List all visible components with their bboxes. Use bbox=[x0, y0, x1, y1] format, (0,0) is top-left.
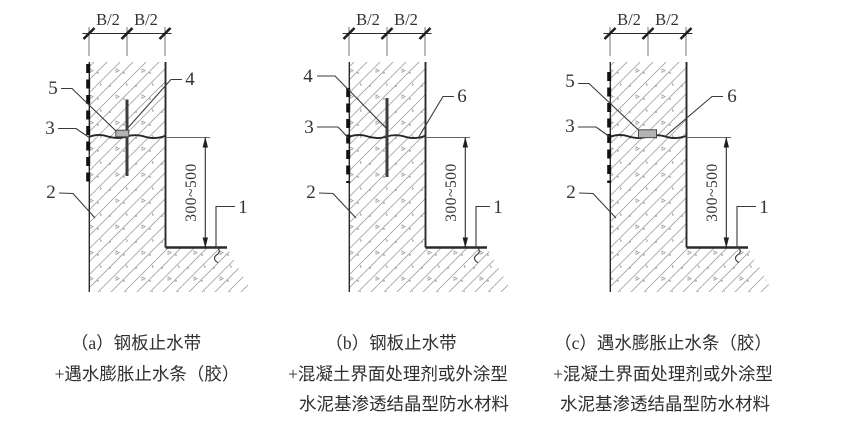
leader-2 bbox=[318, 192, 357, 219]
leader-3 bbox=[317, 126, 349, 139]
caption-b-line3: 水泥基渗透结晶型防水材料 bbox=[299, 394, 509, 414]
callout-1: 1 bbox=[759, 197, 769, 218]
dim-tick bbox=[679, 27, 693, 40]
callout-3: 3 bbox=[304, 117, 314, 138]
leader-2 bbox=[58, 192, 96, 219]
dim-arrow-up bbox=[202, 137, 208, 148]
dim-arrow-up bbox=[462, 137, 468, 148]
dim-arrow-down bbox=[202, 237, 208, 248]
dim-tick bbox=[603, 27, 617, 40]
leader-1-break-mark bbox=[734, 246, 741, 264]
dim-tick bbox=[641, 27, 655, 40]
figure-a: B/2 B/2 300~500 5 4 3 2 1 （a）钢板止水带 +遇水膨胀… bbox=[45, 10, 252, 384]
dim-tick bbox=[120, 27, 134, 40]
dim-arrow-down bbox=[462, 237, 468, 248]
leader-1 bbox=[736, 205, 756, 247]
dim-label-b2: B/2 bbox=[617, 10, 641, 29]
callout-1: 1 bbox=[238, 197, 248, 218]
leader-5 bbox=[61, 87, 117, 132]
dim-arrow-up bbox=[723, 137, 729, 148]
dim-arrow-down bbox=[723, 237, 729, 248]
dim-label-300-500: 300~500 bbox=[183, 163, 200, 221]
figure-b: B/2 B/2 300~500 4 6 3 2 1 （b）钢板止水带 +混凝土界… bbox=[288, 10, 512, 414]
dim-label-b2: B/2 bbox=[134, 10, 158, 29]
caption-b-line1: （b）钢板止水带 bbox=[325, 333, 456, 353]
figure-c: B/2 B/2 300~500 5 6 3 2 1 （c）遇水膨胀止水条（胶） … bbox=[553, 10, 773, 414]
leader-3 bbox=[578, 126, 611, 138]
dim-label-b2: B/2 bbox=[96, 10, 120, 29]
leader-5 bbox=[578, 82, 639, 131]
callout-5: 5 bbox=[48, 78, 58, 99]
concrete-section bbox=[89, 62, 252, 292]
callout-3: 3 bbox=[565, 116, 575, 137]
dim-tick bbox=[82, 27, 96, 40]
dim-tick bbox=[158, 27, 172, 40]
dim-label-b2: B/2 bbox=[356, 10, 380, 29]
leader-1 bbox=[475, 205, 490, 247]
leader-6 bbox=[418, 95, 454, 137]
callout-2: 2 bbox=[46, 182, 56, 203]
leader-1-break-mark bbox=[473, 246, 480, 264]
caption-a-line1: （a）钢板止水带 bbox=[71, 333, 201, 353]
dim-label-300-500: 300~500 bbox=[704, 163, 721, 221]
expansion-waterstop-strip bbox=[638, 129, 657, 139]
leader-3 bbox=[58, 127, 89, 138]
callout-3: 3 bbox=[45, 118, 55, 139]
caption-c-line3: 水泥基渗透结晶型防水材料 bbox=[560, 394, 770, 414]
leader-4 bbox=[125, 78, 182, 131]
callout-5: 5 bbox=[565, 71, 575, 92]
callout-2: 2 bbox=[566, 182, 576, 203]
callout-4: 4 bbox=[185, 69, 195, 90]
concrete-section bbox=[349, 62, 512, 292]
dim-tick bbox=[380, 27, 394, 40]
expansion-waterstop-strip bbox=[115, 129, 130, 138]
dim-label-b2: B/2 bbox=[394, 10, 418, 29]
callout-4: 4 bbox=[303, 66, 313, 87]
caption-c-line2: +混凝土界面处理剂或外涂型 bbox=[553, 364, 773, 384]
caption-c-line1: （c）遇水膨胀止水条（胶） bbox=[554, 333, 772, 353]
leader-2 bbox=[578, 192, 617, 219]
callout-2: 2 bbox=[306, 182, 316, 203]
dim-label-b2: B/2 bbox=[655, 10, 679, 29]
dim-tick bbox=[418, 27, 432, 40]
leader-4 bbox=[317, 75, 387, 129]
concrete-section bbox=[610, 62, 773, 292]
dim-label-300-500: 300~500 bbox=[443, 163, 460, 221]
caption-b-line2: +混凝土界面处理剂或外涂型 bbox=[288, 364, 508, 384]
callout-6: 6 bbox=[727, 86, 737, 107]
dim-tick bbox=[342, 27, 356, 40]
caption-a-line2: +遇水膨胀止水条（胶） bbox=[55, 364, 240, 384]
leader-1 bbox=[215, 205, 235, 247]
callout-6: 6 bbox=[457, 86, 467, 107]
leader-1-break-mark bbox=[213, 246, 220, 264]
leader-6 bbox=[664, 95, 723, 137]
callout-1: 1 bbox=[493, 197, 503, 218]
